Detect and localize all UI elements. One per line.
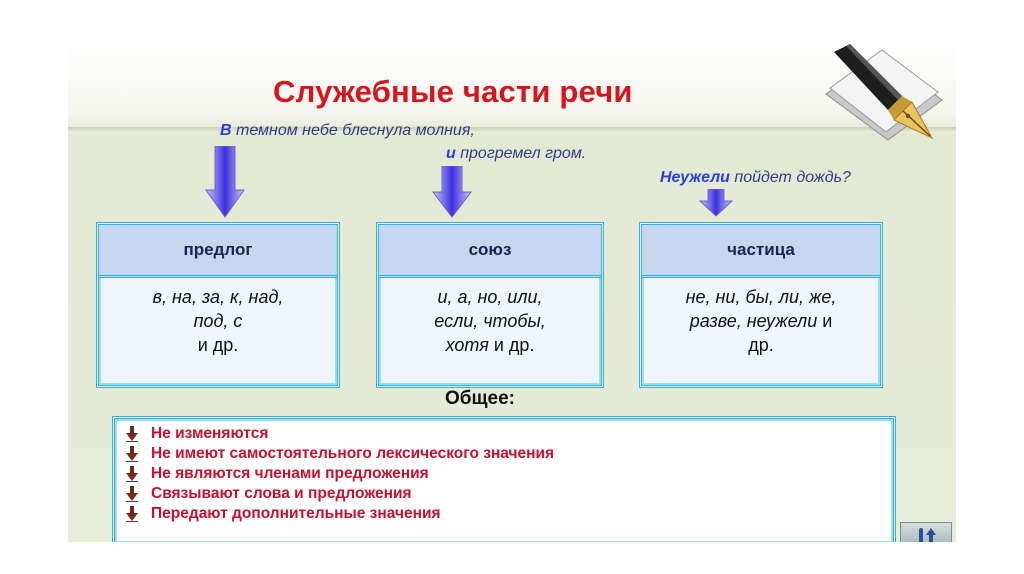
preposition-line-2: под, с bbox=[193, 311, 243, 331]
fountain-pen-icon bbox=[825, 44, 943, 141]
example-sentence-3: Неужели пойдет дождь? bbox=[660, 169, 851, 187]
conjunction-examples: и, а, но, или, если, чтобы, хотя и др. bbox=[385, 285, 595, 357]
preposition-heading: предлог bbox=[99, 225, 337, 278]
example-2-highlight: и bbox=[446, 145, 456, 162]
particle-examples: не, ни, бы, ли, же, разве, неужели и др. bbox=[648, 285, 874, 357]
particle-line-2: разве, неужели и bbox=[648, 309, 874, 333]
down-arrow-bullet-icon bbox=[126, 446, 138, 462]
common-label: Общее: bbox=[445, 388, 516, 409]
particle-heading: частица bbox=[642, 225, 880, 278]
example-3-highlight: Неужели bbox=[660, 169, 730, 186]
common-item-text: Не изменяются bbox=[151, 425, 269, 442]
example-sentence-2: и прогремел гром. bbox=[446, 145, 586, 163]
return-button[interactable] bbox=[900, 522, 952, 542]
common-item-text: Не имеют самостоятельного лексического з… bbox=[151, 445, 555, 462]
example-1-highlight: В bbox=[220, 122, 232, 139]
list-item: Связывают слова и предложения bbox=[125, 484, 554, 504]
return-arrow-icon bbox=[919, 528, 936, 542]
down-arrow-bullet-icon bbox=[126, 486, 138, 502]
preposition-examples: в, на, за, к, над, под, с и др. bbox=[105, 285, 331, 357]
common-item-text: Не являются членами предложения bbox=[151, 465, 429, 482]
particle-line-2-rest: и bbox=[817, 311, 833, 331]
example-1-text: темном небе блеснула молния, bbox=[231, 122, 475, 139]
down-arrow-icon bbox=[205, 146, 245, 218]
title-band bbox=[68, 127, 956, 133]
preposition-line-1: в, на, за, к, над, bbox=[152, 287, 284, 307]
preposition-line-3: и др. bbox=[197, 335, 239, 355]
conjunction-line-3-rest: и др. bbox=[488, 335, 535, 355]
list-item: Не являются членами предложения bbox=[125, 464, 554, 484]
particle-box: частица не, ни, бы, ли, же, разве, неуже… bbox=[639, 222, 883, 388]
particle-line-1: не, ни, бы, ли, же, bbox=[685, 287, 837, 307]
conjunction-heading: союз bbox=[379, 225, 601, 278]
common-item-text: Связывают слова и предложения bbox=[151, 485, 412, 502]
preposition-box: предлог в, на, за, к, над, под, с и др. bbox=[96, 222, 340, 388]
example-2-text: прогремел гром. bbox=[455, 145, 587, 162]
example-sentence-1: В темном небе блеснула молния, bbox=[220, 122, 475, 140]
particle-line-3: др. bbox=[748, 335, 774, 355]
common-item-text: Передают дополнительные значения bbox=[151, 505, 441, 522]
particle-line-2-italic: разве, неужели bbox=[689, 311, 818, 331]
conjunction-line-2: если, чтобы, bbox=[434, 311, 546, 331]
conjunction-line-3-italic: хотя bbox=[445, 335, 489, 355]
slide: Служебные части речи В темном небе блесн… bbox=[68, 42, 956, 542]
slide-title: Служебные части речи bbox=[273, 74, 633, 109]
down-arrow-bullet-icon bbox=[126, 506, 138, 522]
common-features-list: Не изменяются Не имеют самостоятельного … bbox=[125, 424, 554, 524]
down-arrow-bullet-icon bbox=[126, 426, 138, 442]
conjunction-line-3: хотя и др. bbox=[385, 333, 595, 357]
down-arrow-bullet-icon bbox=[126, 466, 138, 482]
example-3-text: пойдет дождь? bbox=[729, 169, 851, 186]
list-item: Передают дополнительные значения bbox=[125, 504, 554, 524]
common-features-box: Не изменяются Не имеют самостоятельного … bbox=[112, 416, 896, 542]
down-arrow-icon bbox=[432, 166, 472, 218]
list-item: Не изменяются bbox=[125, 424, 554, 444]
list-item: Не имеют самостоятельного лексического з… bbox=[125, 444, 554, 464]
conjunction-box: союз и, а, но, или, если, чтобы, хотя и … bbox=[376, 222, 604, 388]
down-arrow-icon bbox=[699, 189, 733, 217]
conjunction-line-1: и, а, но, или, bbox=[437, 287, 543, 307]
